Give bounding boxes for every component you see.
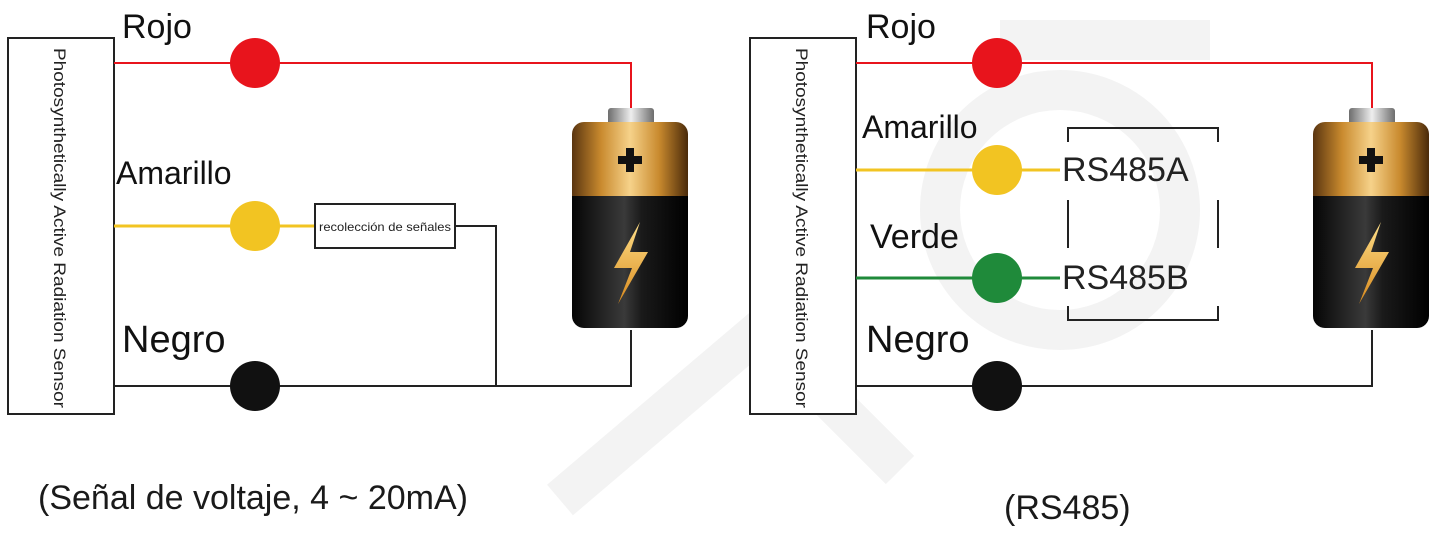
sensor-label-right: Photosynthetically Active Radiation Sens…	[792, 48, 811, 408]
red-terminal-right	[972, 38, 1022, 88]
caption-left: (Señal de voltaje, 4 ~ 20mA)	[38, 479, 468, 517]
yellow-terminal-left	[230, 201, 280, 251]
sensor-box-right	[749, 37, 857, 415]
wire-label-red-left: Rojo	[122, 8, 192, 46]
signal-wire	[455, 225, 497, 386]
sensor-label-left: Photosynthetically Active Radiation Sens…	[50, 48, 69, 408]
battery-icon	[572, 108, 688, 328]
signal-box	[314, 203, 456, 249]
wire-label-yellow-right: Amarillo	[862, 109, 978, 145]
wire-label-black-right: Negro	[866, 319, 970, 361]
red-wire-left	[114, 62, 632, 110]
red-wire-right	[856, 62, 1373, 110]
black-wire-right	[856, 330, 1373, 387]
black-terminal-left	[230, 361, 280, 411]
bus-label-b: RS485B	[1062, 259, 1189, 297]
black-terminal-right	[972, 361, 1022, 411]
lightning-bolt-icon	[1355, 222, 1389, 304]
left-diagram: Photosynthetically Active Radiation Sens…	[7, 8, 688, 415]
plus-icon	[618, 148, 642, 172]
signal-box-label: recolección de señales	[319, 220, 451, 234]
bus-label-a: RS485A	[1062, 151, 1189, 189]
wire-label-black-left: Negro	[122, 319, 226, 361]
wire-label-yellow-left: Amarillo	[116, 155, 232, 191]
sensor-box-left	[7, 37, 115, 415]
yellow-terminal-right	[972, 145, 1022, 195]
caption-right: (RS485)	[1004, 489, 1131, 527]
black-wire-left	[114, 330, 632, 387]
plus-icon	[1359, 148, 1383, 172]
rs485-bracket	[1067, 127, 1219, 321]
green-terminal-right	[972, 253, 1022, 303]
wire-label-red-right: Rojo	[866, 8, 936, 46]
lightning-bolt-icon	[614, 222, 648, 304]
right-diagram: Photosynthetically Active Radiation Sens…	[749, 8, 1429, 415]
battery-icon	[1313, 108, 1429, 328]
red-terminal-left	[230, 38, 280, 88]
wire-label-green-right: Verde	[870, 218, 959, 256]
